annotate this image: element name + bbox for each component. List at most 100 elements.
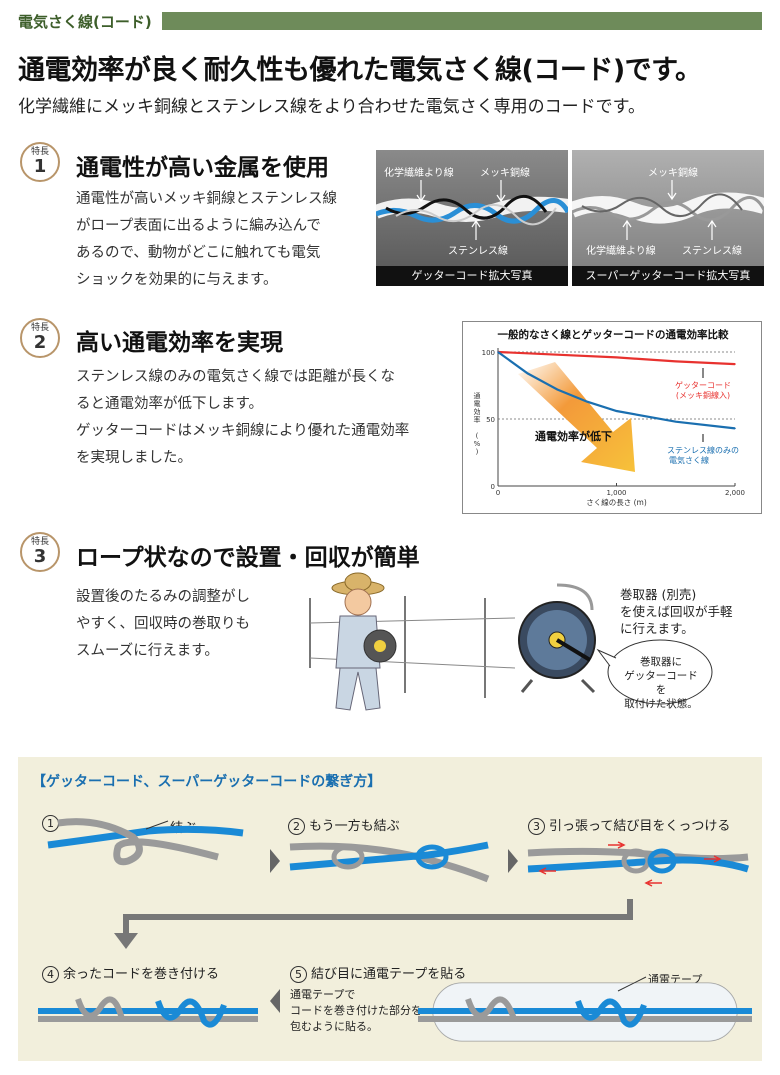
page-subtitle: 化学繊維にメッキ銅線とステンレス線をより合わせた電気さく専用のコードです。	[18, 97, 645, 117]
chart-point	[674, 420, 677, 423]
chart-point	[734, 363, 736, 365]
chart-point	[556, 388, 559, 391]
step-number: 3	[528, 818, 545, 835]
feature-text-line: 通電性が高いメッキ銅線とステンレス線	[76, 191, 337, 207]
feature-1-badge: 特長 1	[20, 142, 60, 182]
feature-text-line: がロープ表面に出るように編み込んで	[76, 218, 321, 234]
chart-x-tick-label: 0	[496, 489, 500, 497]
knot-steps-illustration	[38, 818, 752, 1042]
chart-series-label: 電気さく線	[669, 455, 709, 465]
chart-x-label: さく線の長さ (m)	[586, 497, 647, 507]
feature-text-line: を実現しました。	[76, 450, 192, 466]
bubble-text-line: ゲッターコードを	[624, 670, 698, 696]
super-getter-cord-photo: メッキ銅線 化学繊維より線 ステンレス線 スーパーゲッターコード拡大写真	[572, 150, 764, 286]
step-number: 2	[288, 818, 305, 835]
feature-badge-number: 2	[33, 332, 47, 353]
chart-y-label-char: 効	[474, 407, 481, 416]
reel-description: 巻取器 (別売) を使えば回収が手軽 に行えます。	[620, 586, 733, 637]
feature-badge-number: 3	[33, 546, 47, 567]
chart-y-label-char: 率	[474, 415, 481, 424]
photo-caption: スーパーゲッターコード拡大写真	[572, 266, 764, 286]
feature-badge-label: 特長	[30, 323, 49, 333]
feature-3-badge: 特長 3	[20, 532, 60, 572]
reel-bubble-text: 巻取器に ゲッターコードを 取付けた状態。	[620, 655, 702, 711]
feature-badge-label: 特長	[30, 147, 49, 157]
chart-title: 一般的なさく線とゲッターコードの通電効率比較	[498, 328, 729, 341]
chart-point	[674, 360, 677, 363]
chart-y-tick-label: 50	[486, 416, 495, 424]
photo-label: 化学繊維より線	[384, 168, 454, 179]
reel-text-line: 巻取器 (別売)	[620, 587, 697, 602]
chart-series-label: ステンレス線のみの	[667, 445, 739, 455]
bubble-text-line: 取付けた状態。	[624, 698, 698, 710]
feature-text-line: ショックを効果的に与えます。	[76, 272, 278, 288]
feature-1-text: 通電性が高いメッキ銅線とステンレス線 がロープ表面に出るように編み込んで あるの…	[76, 186, 376, 294]
chart-y-label: 通電効率 (%)	[474, 391, 481, 456]
tape-note-line: コードを巻き付けた部分を	[290, 1004, 422, 1017]
feature-text-line: ると通電効率が低下します。	[76, 396, 264, 412]
tape-note-line: 通電テープで	[290, 988, 356, 1001]
step-text: 引っ張って結び目をくっつける	[549, 819, 731, 834]
chart-y-label-char: (	[476, 432, 479, 440]
chart-x-tick-label: 2,000	[725, 489, 745, 497]
reel-winder-illustration	[518, 583, 596, 694]
feature-text-line: やすく、回収時の巻取りも	[76, 616, 250, 632]
chart-series-label: (メッキ銅線入)	[676, 390, 730, 400]
photo-label: ステンレス線	[448, 246, 508, 257]
feature-text-line: あるので、動物がどこに触れても電気	[76, 245, 321, 261]
chart-annotation: 通電効率が低下	[535, 429, 612, 443]
step-text: もう一方も結ぶ	[309, 819, 400, 834]
chart-y-label-char: 通	[474, 391, 481, 400]
farmer-fence-illustration	[309, 572, 515, 711]
tape-note-line: 包むように貼る。	[290, 1020, 378, 1033]
feature-2-text: ステンレス線のみの電気さく線では距離が長くな ると通電効率が低下します。 ゲッタ…	[76, 364, 456, 472]
feature-2-title: 高い通電効率を実現	[76, 330, 283, 356]
feature-text-line: スムーズに行えます。	[76, 643, 219, 659]
chart-y-tick-label: 0	[491, 483, 495, 491]
feature-2-badge: 特長 2	[20, 318, 60, 358]
section-header-label: 電気さく線(コード)	[18, 12, 152, 31]
step-text: 余ったコードを巻き付ける	[63, 967, 220, 982]
feature-text-line: 設置後のたるみの調整がし	[76, 589, 250, 605]
step-2: 2 もう一方も結ぶ	[288, 815, 400, 835]
feature-badge-label: 特長	[30, 537, 49, 547]
chart-point	[734, 427, 736, 430]
photo-label: メッキ銅線	[648, 168, 698, 179]
step-5: 5 結び目に通電テープを貼る	[290, 963, 466, 983]
bubble-text-line: 巻取器に	[640, 656, 682, 668]
cord-closeup-image	[572, 150, 764, 286]
page-title: 通電効率が良く耐久性も優れた電気さく線(コード)です。	[18, 55, 702, 86]
chart-series-label: ゲッターコード	[675, 380, 731, 390]
chart-point	[556, 353, 559, 356]
reel-text-line: を使えば回収が手軽	[620, 604, 733, 619]
cord-closeup-image	[376, 150, 568, 286]
chart-point	[497, 351, 499, 353]
step-text: 結び目に通電テープを貼る	[311, 967, 467, 982]
feature-text-line: ステンレス線のみの電気さく線では距離が長くな	[76, 369, 395, 385]
feature-1-title: 通電性が高い金属を使用	[76, 155, 329, 181]
photo-label: ステンレス線	[682, 246, 742, 257]
chart-y-label-char: %	[474, 440, 481, 448]
chart-y-label-char: )	[476, 448, 479, 456]
step-3: 3 引っ張って結び目をくっつける	[528, 815, 730, 835]
photo-caption: ゲッターコード拡大写真	[376, 266, 568, 286]
getter-cord-photo: 化学繊維より線 メッキ銅線 ステンレス線 ゲッターコード拡大写真	[376, 150, 568, 286]
feature-3-title: ロープ状なので設置・回収が簡単	[76, 545, 420, 571]
chart-point	[526, 372, 529, 375]
section-header-bar	[161, 12, 762, 30]
section-header: 電気さく線(コード)	[18, 10, 762, 32]
feature-text-line: ゲッターコードはメッキ銅線により優れた通電効率	[76, 423, 410, 439]
decline-arrow	[518, 362, 635, 472]
reel-text-line: に行えます。	[620, 621, 694, 636]
tape-note: 通電テープで コードを巻き付けた部分を 包むように貼る。	[290, 987, 422, 1035]
photo-label: 化学繊維より線	[586, 246, 656, 257]
chart-point	[615, 356, 618, 359]
feature-badge-number: 1	[33, 156, 47, 177]
reel-speech-bubble	[596, 639, 713, 705]
howto-title: 【ゲッターコード、スーパーゲッターコードの繋ぎ方】	[32, 774, 382, 790]
chart-y-label-char: 電	[474, 400, 481, 408]
step-number: 5	[290, 966, 307, 983]
chart-point	[615, 410, 618, 412]
